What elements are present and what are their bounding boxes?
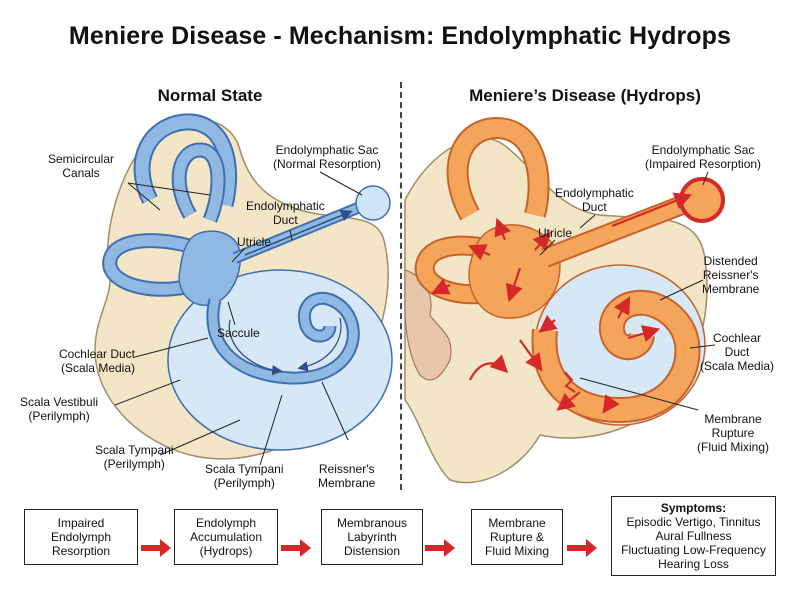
flow-step-2: Endolymph Accumulation (Hydrops)	[174, 509, 278, 565]
flow-step-1: Impaired Endolymph Resorption	[24, 509, 138, 565]
flow-step-4: Membrane Rupture & Fluid Mixing	[471, 509, 563, 565]
symptom-line: Aural Fullness	[655, 529, 732, 543]
normal-cochlea-perilymph	[167, 269, 393, 451]
rupture-mark	[564, 371, 576, 393]
symptom-line: Episodic Vertigo, Tinnitus	[626, 515, 761, 529]
panel-divider	[400, 82, 402, 490]
hydrops-heading: Meniere’s Disease (Hydrops)	[469, 86, 701, 105]
normal-leader-lines	[114, 171, 363, 466]
label-saccule: Saccule	[217, 326, 260, 340]
hydrops-labyrinth	[404, 117, 725, 484]
normal-endolymphatic-sac	[355, 185, 391, 221]
label-normal-utricle: Utricle	[237, 235, 272, 249]
flow-step-3: Membranous Labyrinth Distension	[321, 509, 423, 565]
label-scala-tympani-a: Scala Tympani(Perilymph)	[95, 443, 174, 471]
normal-state-heading: Normal State	[157, 86, 263, 105]
label-hydrops-utricle: Utricle	[538, 226, 573, 240]
symptom-line: Fluctuating Low-Frequency	[621, 543, 766, 557]
page-title: Meniere Disease - Mechanism: Endolymphat…	[68, 22, 732, 50]
hydrops-leader-lines	[539, 171, 716, 411]
symptoms-title: Symptoms:	[660, 501, 727, 515]
label-scala-vestibuli: Scala Vestibuli(Perilymph)	[20, 395, 99, 423]
label-normal-cochlear-duct: Cochlear Duct(Scala Media)	[58, 347, 135, 375]
flow-arrows	[141, 539, 597, 557]
normal-labyrinth	[94, 113, 393, 460]
label-hydrops-endolymphatic-sac: Endolymphatic Sac(Impaired Resorption)	[645, 143, 762, 171]
label-normal-endolymphatic-sac: Endolymphatic Sac(Normal Resorption)	[273, 143, 382, 171]
hydrops-endolymphatic-sac	[679, 177, 725, 223]
label-scala-tympani-b: Scala Tympani(Perilymph)	[205, 462, 284, 490]
symptoms-box: Symptoms: Episodic Vertigo, Tinnitus Aur…	[611, 496, 776, 576]
middle-ear-ossicles	[404, 269, 452, 381]
symptom-line: Hearing Loss	[658, 557, 729, 571]
